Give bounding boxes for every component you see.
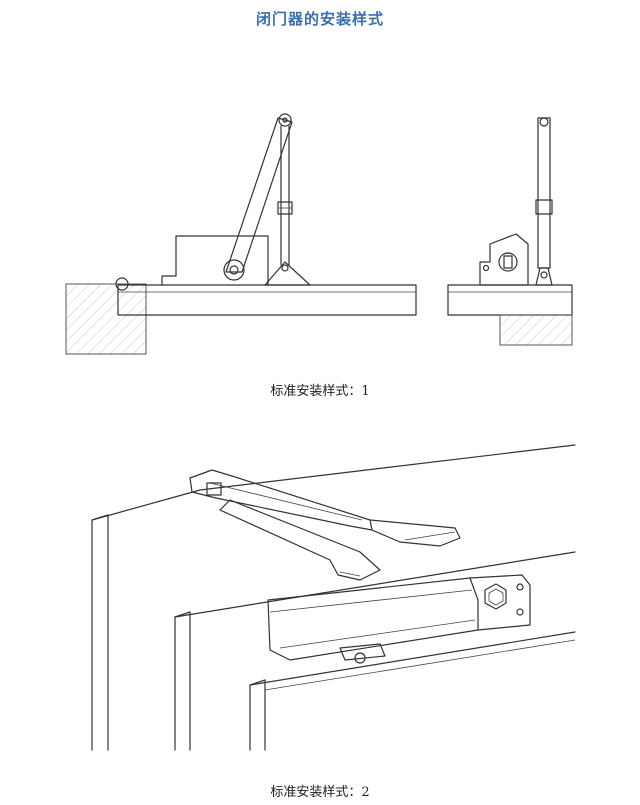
installation-diagram-1 — [65, 113, 573, 355]
door-frame — [91, 444, 576, 751]
page-title: 闭门器的安装样式 — [255, 10, 384, 28]
closer-body — [267, 574, 531, 664]
front-view — [65, 113, 417, 355]
side-view — [447, 117, 573, 346]
figure-1-caption: 标准安装样式：1 — [270, 384, 370, 399]
closer-arm — [189, 469, 461, 581]
figure-2-caption: 标准安装样式：2 — [270, 785, 370, 800]
installation-diagram-2 — [91, 444, 576, 751]
